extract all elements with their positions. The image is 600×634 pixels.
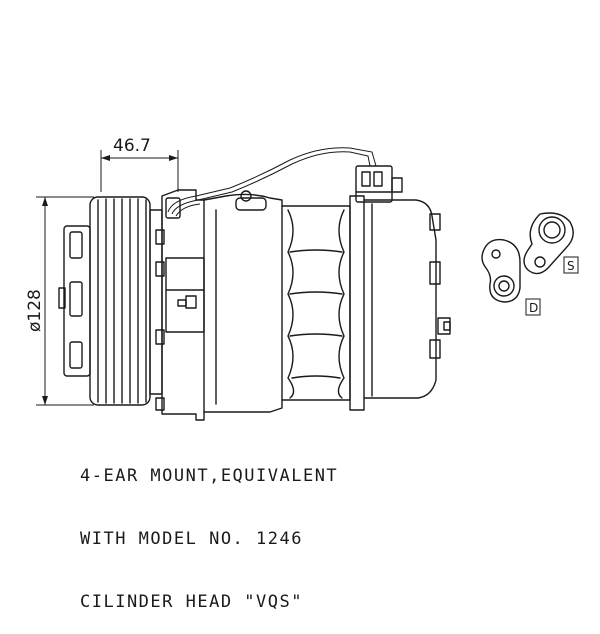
wire-harness — [167, 147, 377, 217]
note-line-mount: 4-EAR MOUNT,EQUIVALENT — [80, 466, 339, 486]
port-label-suction: S — [563, 256, 579, 274]
diameter-dimension: ø128 — [25, 196, 94, 406]
port-label-discharge: D — [525, 298, 541, 316]
compressor-drawing: 46.7 ø128 — [25, 136, 579, 421]
front-head — [155, 189, 205, 421]
rear-head — [349, 165, 451, 411]
cylinder-housing — [203, 190, 351, 413]
pulley — [58, 196, 163, 406]
port-flanges — [481, 212, 574, 303]
note-line-model: WITH MODEL NO. 1246 — [80, 529, 303, 549]
width-dimension: 46.7 — [100, 136, 179, 192]
port-label-discharge-text: D — [529, 301, 538, 315]
note-line-cylinder-head: CILINDER HEAD "VQS" — [80, 592, 303, 612]
diameter-dimension-label: ø128 — [25, 289, 45, 332]
specification-notes: 4-EAR MOUNT,EQUIVALENT WITH MODEL NO. 12… — [80, 424, 338, 634]
width-dimension-label: 46.7 — [113, 136, 151, 156]
port-label-suction-text: S — [567, 259, 575, 273]
